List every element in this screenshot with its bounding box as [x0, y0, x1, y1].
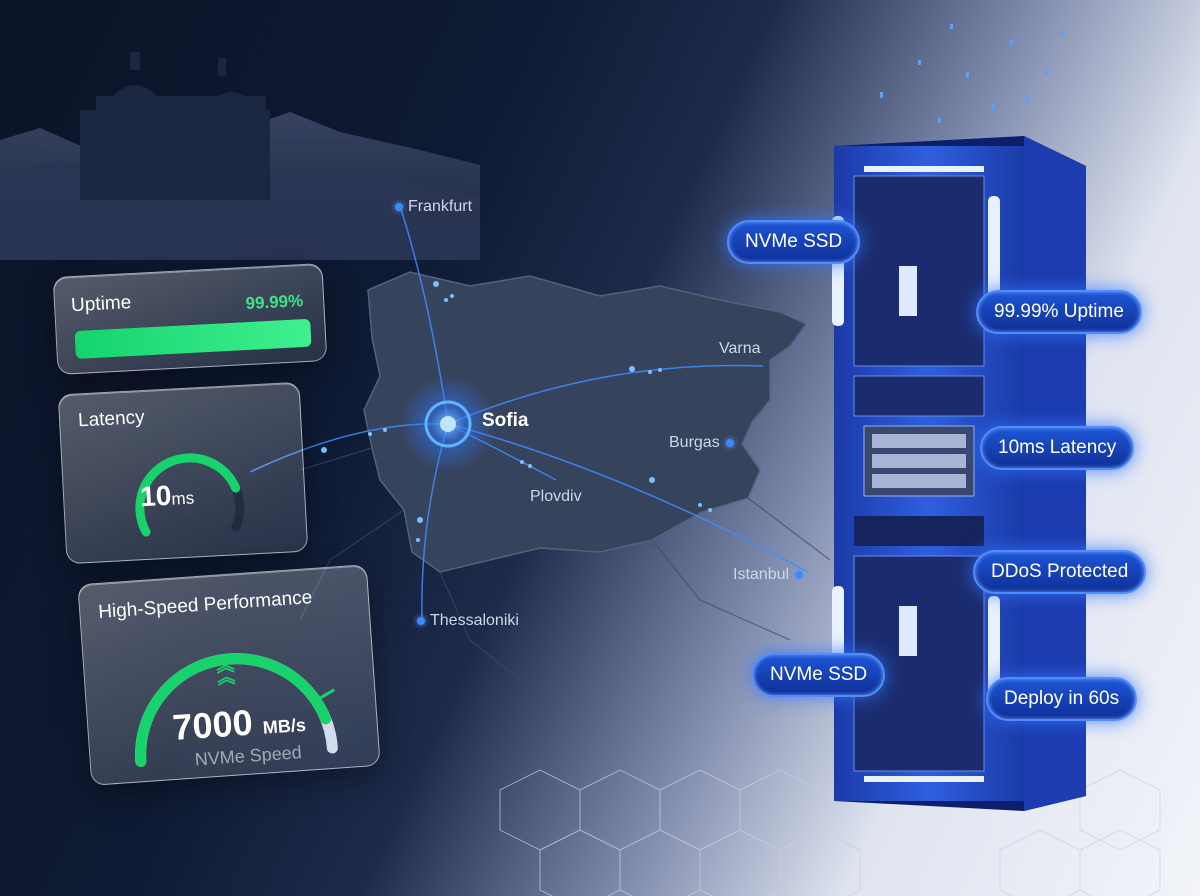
speed-gauge [135, 653, 338, 767]
speed-title: High-Speed Performance [97, 587, 313, 623]
city-sofia: Sofia [482, 410, 529, 431]
location-dot-icon [795, 570, 804, 579]
feature-pill-deploy: Deploy in 60s [986, 677, 1138, 721]
city-thessaloniki: Thessaloniki [417, 612, 519, 630]
feature-pill-nvme-ssd-2: NVMe SSD [752, 653, 886, 697]
location-dot-icon [417, 616, 425, 625]
chevron-up-icon: ︽︽ [215, 654, 236, 688]
cathedral-silhouette [80, 52, 270, 200]
city-varna: Varna [719, 340, 761, 357]
city-istanbul: Istanbul [733, 566, 808, 584]
location-dot-icon [725, 438, 734, 447]
latency-gauge [135, 453, 245, 537]
speed-card: High-Speed Performance ︽︽ 7000 MB/s NVMe… [77, 564, 381, 786]
uptime-title: Uptime [70, 292, 132, 317]
feature-pill-uptime: 99.99% Uptime [976, 290, 1142, 334]
latency-title: Latency [77, 406, 146, 432]
uptime-value: 99.99% [245, 291, 304, 314]
particles [880, 24, 1063, 123]
city-frankfurt: Frankfurt [395, 198, 472, 216]
uptime-progress-track [74, 318, 312, 360]
floor-grid [499, 769, 1161, 896]
uptime-progress-fill [74, 318, 312, 360]
location-dot-icon [395, 202, 403, 211]
feature-pill-ddos: DDoS Protected [973, 550, 1147, 594]
feature-pill-latency: 10ms Latency [980, 426, 1135, 470]
uptime-card: Uptime 99.99% [52, 263, 328, 375]
city-burgas: Burgas [669, 434, 739, 452]
feature-pill-nvme-ssd: NVMe SSD [727, 220, 861, 264]
latency-value: 10ms [139, 479, 195, 513]
region-map [299, 271, 831, 681]
network-dots [321, 281, 712, 542]
latency-card: Latency 10ms [57, 381, 309, 565]
city-plovdiv: Plovdiv [530, 488, 582, 505]
